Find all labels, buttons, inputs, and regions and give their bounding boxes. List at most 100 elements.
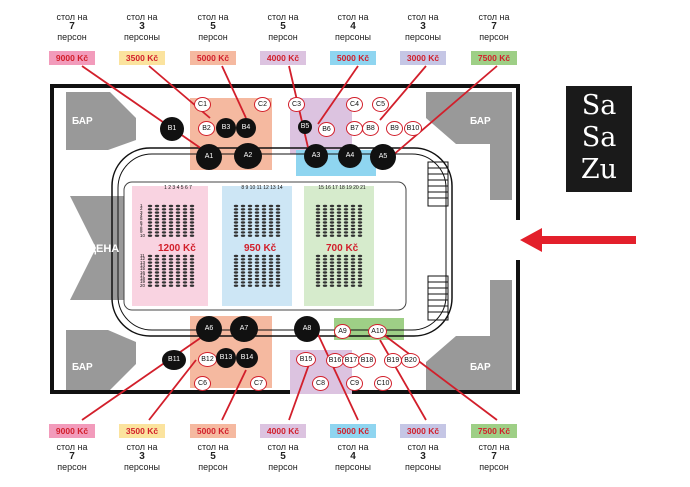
table-c6[interactable]: C6: [194, 376, 211, 391]
row-number: 3: [140, 209, 143, 215]
table-b2[interactable]: B2: [198, 121, 215, 136]
table-a3[interactable]: A3: [304, 144, 328, 168]
table-b18[interactable]: B18: [358, 353, 376, 368]
top-price-6: 3000 Kč: [400, 51, 446, 65]
top-price-3: 5000 Kč: [190, 51, 236, 65]
table-a2[interactable]: A2: [234, 143, 262, 169]
bar-bottom-right: [426, 280, 512, 390]
row-number: 12: [140, 256, 146, 262]
bar-bottom-left: [66, 330, 136, 390]
bottom-price-6: 3000 Kč: [400, 424, 446, 438]
table-b6[interactable]: B6: [318, 122, 335, 137]
row-number: 10: [140, 232, 146, 238]
table-b10[interactable]: B10: [404, 121, 422, 136]
table-b8[interactable]: B8: [362, 121, 379, 136]
table-a6[interactable]: A6: [196, 316, 222, 342]
walkway-outer: [111, 147, 453, 337]
table-b11[interactable]: B11: [162, 350, 186, 370]
row-number: 8: [140, 226, 143, 232]
table-b9[interactable]: B9: [386, 121, 403, 136]
table-b20[interactable]: B20: [401, 353, 420, 368]
bottom-price-7: 7500 Kč: [471, 424, 517, 438]
table-b12[interactable]: B12: [198, 352, 217, 367]
table-c1[interactable]: C1: [194, 97, 211, 112]
table-c10[interactable]: C10: [374, 376, 392, 391]
row-number: 14: [140, 262, 146, 268]
bar-label-top-left: БАР: [72, 116, 93, 127]
row-number: 1: [140, 203, 143, 208]
rows-header-3: 15 16 17 18 19 20 21: [318, 185, 366, 191]
entrance-gap: [514, 220, 524, 260]
bar-top-right: [426, 92, 512, 200]
bottom-price-2: 3500 Kč: [119, 424, 165, 438]
row-number: 18: [140, 276, 146, 282]
table-b7[interactable]: B7: [346, 121, 363, 136]
row-number: 2: [140, 206, 143, 212]
stage-shape: [70, 196, 130, 300]
bar-label-bottom-right: БАР: [470, 362, 491, 373]
table-a9[interactable]: A9: [334, 324, 351, 339]
rows-header-2: 8 9 10 11 12 13 14: [241, 185, 283, 191]
row-number: 16: [140, 269, 146, 275]
table-a4[interactable]: A4: [338, 144, 362, 168]
rows-header-1: 1 2 3 4 5 6 7: [164, 185, 192, 191]
top-price-4: 4000 Kč: [260, 51, 306, 65]
row-number: 19: [140, 279, 146, 285]
zone-price-700: 700 Kč: [326, 243, 359, 254]
row-number: 7: [140, 222, 143, 228]
row-number: 13: [140, 259, 146, 265]
table-b4[interactable]: B4: [236, 118, 256, 138]
row-number: 9: [140, 229, 143, 235]
table-c5[interactable]: C5: [372, 97, 389, 112]
table-c3[interactable]: C3: [288, 97, 305, 112]
table-a8[interactable]: A8: [294, 316, 320, 342]
table-c7[interactable]: C7: [250, 376, 267, 391]
row-number: 6: [140, 219, 143, 225]
table-a10[interactable]: A10: [368, 324, 387, 339]
bar-label-top-right: БАР: [470, 116, 491, 127]
top-price-2: 3500 Kč: [119, 51, 165, 65]
table-a7[interactable]: A7: [230, 316, 258, 342]
entrance-arrow: [520, 228, 636, 252]
row-number: 5: [140, 216, 143, 222]
bottom-price-1: 9000 Kč: [49, 424, 95, 438]
row-number: 20: [140, 282, 146, 288]
table-a1[interactable]: A1: [196, 144, 222, 170]
table-b13[interactable]: B13: [216, 348, 236, 368]
bottom-price-4: 4000 Kč: [260, 424, 306, 438]
table-c4[interactable]: C4: [346, 97, 363, 112]
bottom-price-5: 5000 Kč: [330, 424, 376, 438]
table-a5[interactable]: A5: [370, 144, 396, 170]
table-b1[interactable]: B1: [160, 117, 184, 141]
seat-dots: [147, 204, 363, 287]
table-b14[interactable]: B14: [236, 348, 258, 368]
bar-label-bottom-left: БАР: [72, 362, 93, 373]
stage-label: СЦЕНА: [80, 243, 120, 255]
walkway-inner: [117, 153, 447, 331]
row-number: 17: [140, 272, 146, 278]
zone-price-1200: 1200 Kč: [158, 243, 196, 254]
top-price-5: 5000 Kč: [330, 51, 376, 65]
table-b3[interactable]: B3: [216, 118, 236, 138]
table-c2[interactable]: C2: [254, 97, 271, 112]
table-b15[interactable]: B15: [296, 352, 316, 367]
row-number: 15: [140, 266, 146, 272]
table-c8[interactable]: C8: [312, 376, 329, 391]
table-c9[interactable]: C9: [346, 376, 363, 391]
table-b19[interactable]: B19: [384, 353, 402, 368]
bar-top-left: [66, 92, 136, 150]
table-b5[interactable]: B5: [298, 120, 312, 134]
